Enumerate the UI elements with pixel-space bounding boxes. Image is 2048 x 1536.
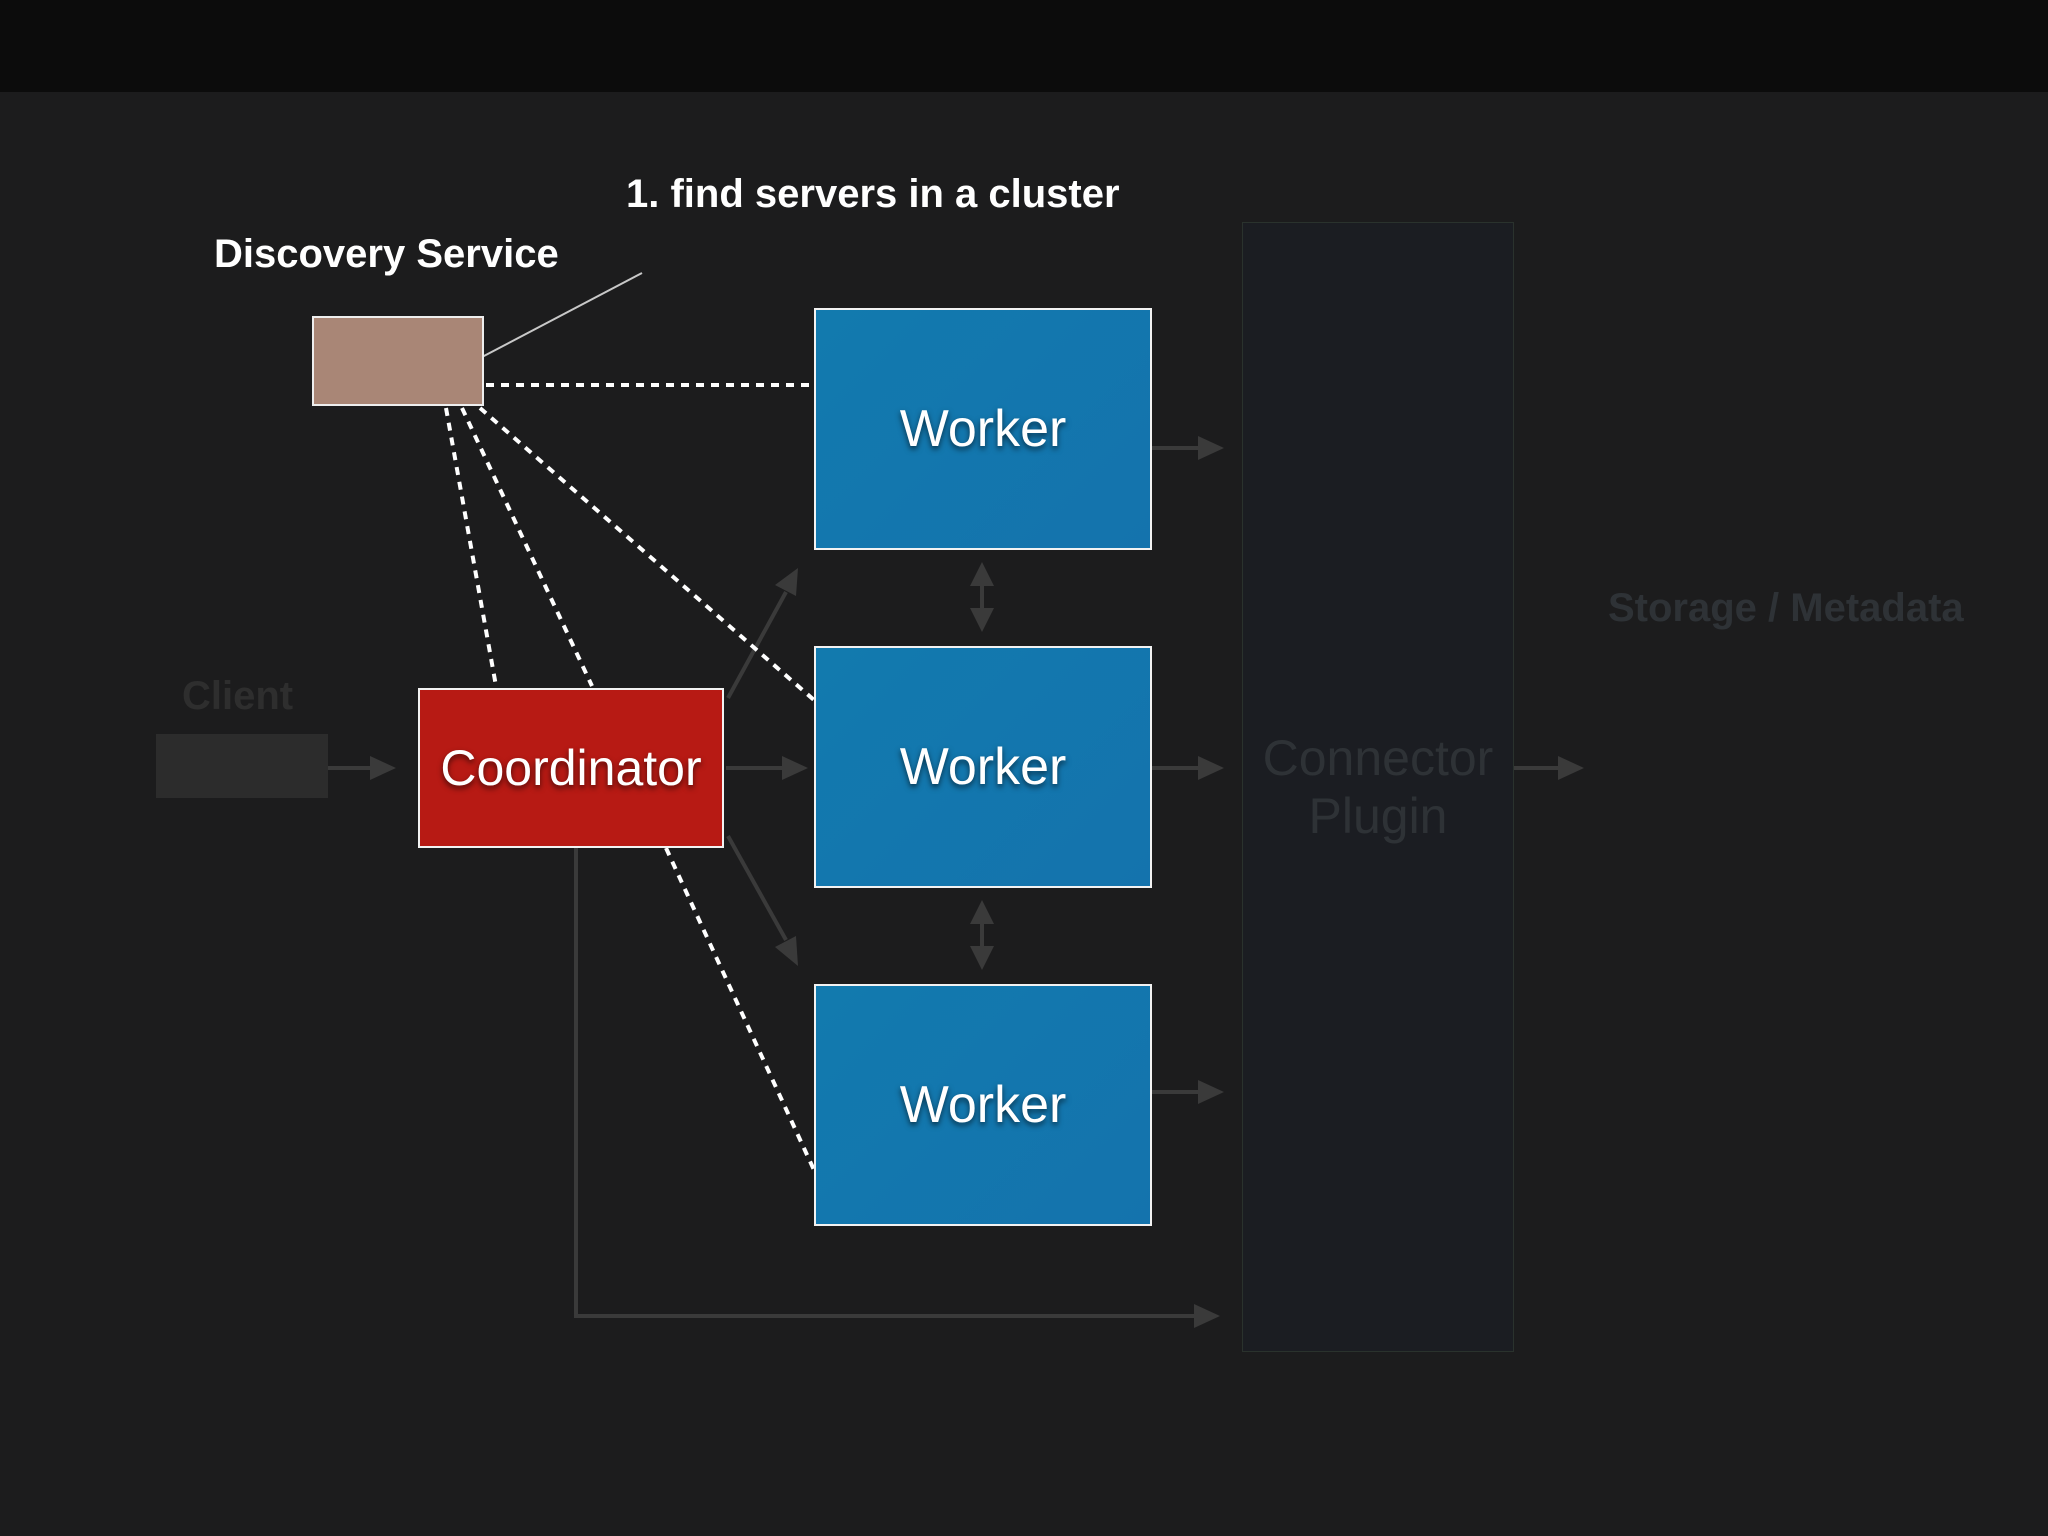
top-bar — [0, 0, 2048, 92]
callout-leader-line — [481, 272, 643, 358]
arrow-worker2-to-connector — [1152, 756, 1224, 780]
discovery-link-worker3 — [664, 847, 816, 1171]
coordinator-label: Coordinator — [440, 740, 702, 796]
arrow-coordinator-to-worker3 — [726, 835, 798, 966]
client-label: Client — [182, 674, 294, 718]
dim-arrows — [328, 436, 1584, 1328]
connector-plugin-label-line2: Plugin — [1308, 788, 1448, 844]
arrow-worker1-worker2-exchange — [970, 562, 994, 632]
discovery-link-coordinator-a — [444, 407, 498, 687]
arrow-coordinator-to-worker2 — [726, 756, 808, 780]
arrow-worker1-to-connector — [1152, 436, 1224, 460]
worker-box-3: Worker — [814, 984, 1152, 1226]
arrow-worker2-worker3-exchange — [970, 900, 994, 970]
coordinator-box: Coordinator — [418, 688, 724, 848]
discovery-link-coordinator-b — [460, 407, 594, 687]
arrow-client-to-coordinator — [328, 756, 396, 780]
arrow-coordinator-to-worker1 — [726, 568, 798, 699]
step-title: 1. find servers in a cluster — [626, 172, 1120, 216]
worker-box-1: Worker — [814, 308, 1152, 550]
connector-plugin-panel: Connector Plugin — [1242, 222, 1514, 1352]
arrow-worker3-to-connector — [1152, 1080, 1224, 1104]
discovery-links — [444, 383, 816, 1171]
worker-label: Worker — [899, 738, 1067, 796]
arrow-coordinator-to-connector — [574, 848, 1220, 1328]
client-box — [156, 734, 328, 798]
discovery-service-box — [312, 316, 484, 406]
storage-metadata-label: Storage / Metadata — [1608, 586, 1964, 630]
worker-label: Worker — [899, 1076, 1067, 1134]
discovery-service-label: Discovery Service — [214, 232, 559, 276]
arrow-connector-to-storage — [1512, 756, 1584, 780]
worker-label: Worker — [899, 400, 1067, 458]
connector-plugin-label-line1: Connector — [1262, 730, 1494, 786]
discovery-link-worker2 — [478, 406, 816, 702]
worker-box-2: Worker — [814, 646, 1152, 888]
